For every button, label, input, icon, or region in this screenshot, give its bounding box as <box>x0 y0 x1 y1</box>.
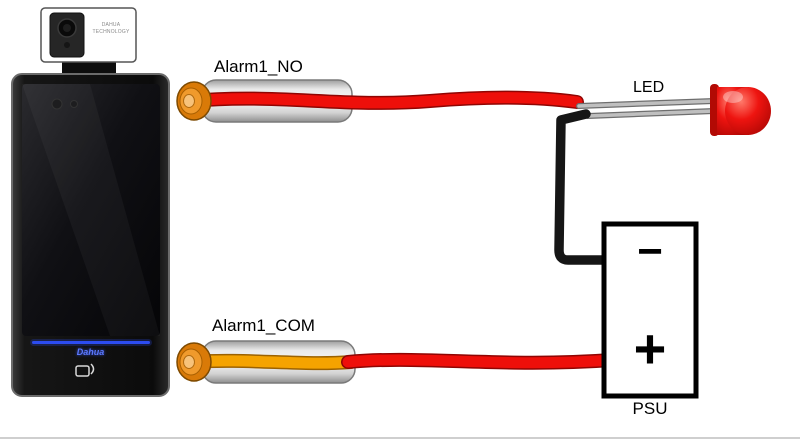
alarm1-no-wire <box>184 92 583 109</box>
psu-plus-terminal-label: + <box>633 317 667 380</box>
contactless-icon <box>75 363 95 377</box>
led-leads <box>576 98 717 119</box>
psu-box <box>601 221 699 399</box>
device-camera-dot <box>70 100 78 108</box>
camera-brand-text: DAHUA TECHNOLOGY <box>92 22 130 35</box>
alarm1-com-wire <box>342 354 618 369</box>
device-camera-dot <box>51 98 63 110</box>
led-to-psu-black-wire <box>554 109 615 265</box>
device-logo: Dahua <box>76 347 105 357</box>
alarm1-com-label: Alarm1_COM <box>212 316 315 335</box>
alarm1-com-orange-wire <box>183 355 357 369</box>
led-bulb <box>710 84 771 136</box>
camera-module <box>40 7 137 63</box>
psu-label: PSU <box>632 399 668 418</box>
device-screen <box>22 84 160 336</box>
alarm1-no-label: Alarm1_NO <box>214 57 303 76</box>
alarm1-com-ferrule <box>176 342 212 382</box>
alarm1-no-ferrule <box>176 81 212 121</box>
psu-minus-terminal-label: − <box>637 227 663 276</box>
led-label: LED <box>633 79 665 96</box>
device-accent-light <box>32 341 150 344</box>
access-controller-device <box>11 73 170 397</box>
